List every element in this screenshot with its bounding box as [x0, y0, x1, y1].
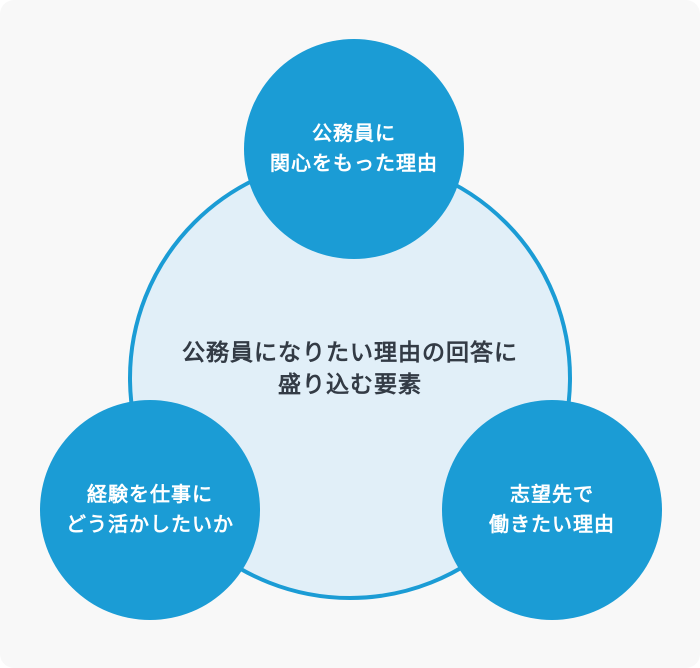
node-reason-workplace-line1: 志望先で: [510, 484, 594, 506]
node-use-experience-label: 経験を仕事に どう活かしたいか: [66, 480, 234, 540]
node-reason-workplace: 志望先で 働きたい理由: [442, 400, 662, 620]
node-reason-interested-line1: 公務員に: [312, 123, 396, 145]
center-title-line2: 盛り込む要素: [278, 371, 422, 397]
node-reason-workplace-label: 志望先で 働きたい理由: [489, 480, 615, 540]
center-title: 公務員になりたい理由の回答に 盛り込む要素: [0, 336, 700, 400]
center-title-line1: 公務員になりたい理由の回答に: [182, 339, 518, 365]
node-use-experience-line2: どう活かしたいか: [66, 514, 234, 536]
node-reason-interested-label: 公務員に 関心をもった理由: [270, 119, 438, 179]
node-use-experience: 経験を仕事に どう活かしたいか: [40, 400, 260, 620]
node-reason-interested-line2: 関心をもった理由: [270, 153, 438, 175]
node-use-experience-line1: 経験を仕事に: [87, 484, 213, 506]
node-reason-interested: 公務員に 関心をもった理由: [244, 39, 464, 259]
node-reason-workplace-line2: 働きたい理由: [489, 514, 615, 536]
